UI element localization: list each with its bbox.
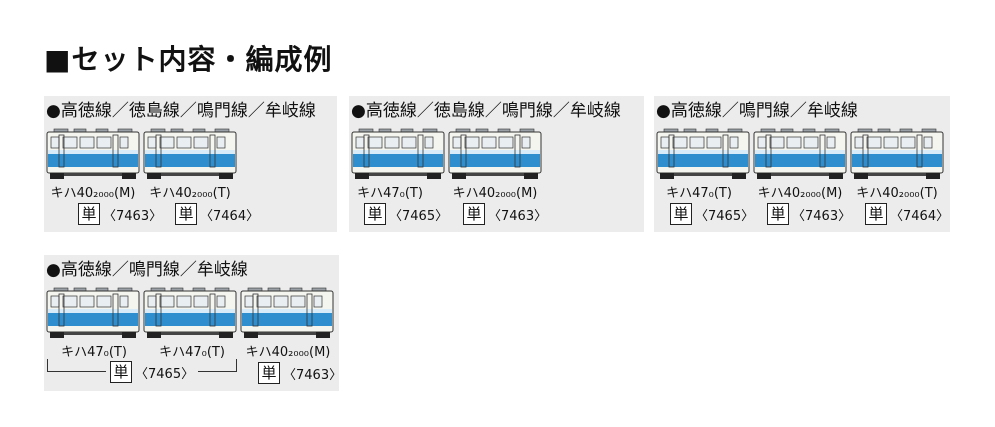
product-tag: 単 〈7464〉 — [865, 203, 949, 225]
route-label: ●高徳線／鳴門線／牟岐線 — [46, 260, 248, 280]
single-badge: 単 — [364, 203, 386, 225]
train-car-icon — [46, 287, 140, 338]
train-car-icon — [656, 128, 750, 179]
car-label: キハ47₀(T) — [159, 345, 225, 360]
product-tag: 単 〈7463〉 — [78, 203, 162, 225]
car-label: キハ40₂₀₀₀(T) — [149, 186, 231, 201]
product-code: 〈7463〉 — [792, 208, 852, 224]
product-code: 〈7463〉 — [283, 367, 343, 383]
product-tag: 単 〈7463〉 — [463, 203, 547, 225]
product-tag: 単 〈7463〉 — [767, 203, 851, 225]
train-car-icon — [143, 287, 237, 338]
train-car-icon — [850, 128, 944, 179]
product-tag: 単 〈7463〉 — [258, 362, 342, 384]
single-badge: 単 — [463, 203, 485, 225]
formation-group-1: ●高徳線／徳島線／鳴門線／牟岐線 キハ40₂₀₀₀(M) キハ40₂₀₀₀(T)… — [44, 96, 337, 232]
product-tag: 単 〈7465〉 — [670, 203, 754, 225]
train-car-icon — [143, 128, 237, 179]
product-code: 〈7464〉 — [890, 208, 950, 224]
product-tag: 単 〈7465〉 — [106, 361, 199, 383]
product-code: 〈7465〉 — [389, 208, 449, 224]
single-badge: 単 — [865, 203, 887, 225]
single-badge: 単 — [767, 203, 789, 225]
route-label: ●高徳線／徳島線／鳴門線／牟岐線 — [46, 101, 316, 121]
train-car-icon — [240, 287, 334, 338]
single-badge: 単 — [175, 203, 197, 225]
route-label: ●高徳線／鳴門線／牟岐線 — [656, 101, 858, 121]
single-badge: 単 — [110, 361, 132, 383]
train-car-icon — [448, 128, 542, 179]
car-label: キハ40₂₀₀₀(M) — [245, 345, 331, 360]
single-badge: 単 — [258, 362, 280, 384]
train-car-icon — [351, 128, 445, 179]
car-label: キハ40₂₀₀₀(M) — [452, 186, 538, 201]
formation-group-2: ●高徳線／徳島線／鳴門線／牟岐線 キハ47₀(T) キハ40₂₀₀₀(M) 単 … — [349, 96, 644, 232]
car-label: キハ40₂₀₀₀(T) — [856, 186, 938, 201]
car-label: キハ47₀(T) — [666, 186, 732, 201]
single-badge: 単 — [670, 203, 692, 225]
product-code: 〈7464〉 — [200, 208, 260, 224]
product-code: 〈7465〉 — [695, 208, 755, 224]
product-tag: 単 〈7464〉 — [175, 203, 259, 225]
car-label: キハ47₀(T) — [357, 186, 423, 201]
formation-group-3: ●高徳線／鳴門線／牟岐線 キハ47₀(T) キハ40₂₀₀₀(M) キハ40₂₀… — [654, 96, 950, 232]
product-code: 〈7465〉 — [135, 366, 195, 382]
car-label: キハ47₀(T) — [61, 345, 127, 360]
product-code: 〈7463〉 — [488, 208, 548, 224]
page-title: ■セット内容・編成例 — [44, 43, 333, 76]
product-tag: 単 〈7465〉 — [364, 203, 448, 225]
product-code: 〈7463〉 — [103, 208, 163, 224]
route-label: ●高徳線／徳島線／鳴門線／牟岐線 — [351, 101, 621, 121]
car-label: キハ40₂₀₀₀(M) — [757, 186, 843, 201]
train-car-icon — [753, 128, 847, 179]
train-car-icon — [46, 128, 140, 179]
single-badge: 単 — [78, 203, 100, 225]
car-label: キハ40₂₀₀₀(M) — [50, 186, 136, 201]
formation-group-4: ●高徳線／鳴門線／牟岐線 キハ47₀(T) キハ47₀(T) キハ40₂₀₀₀(… — [44, 255, 342, 391]
